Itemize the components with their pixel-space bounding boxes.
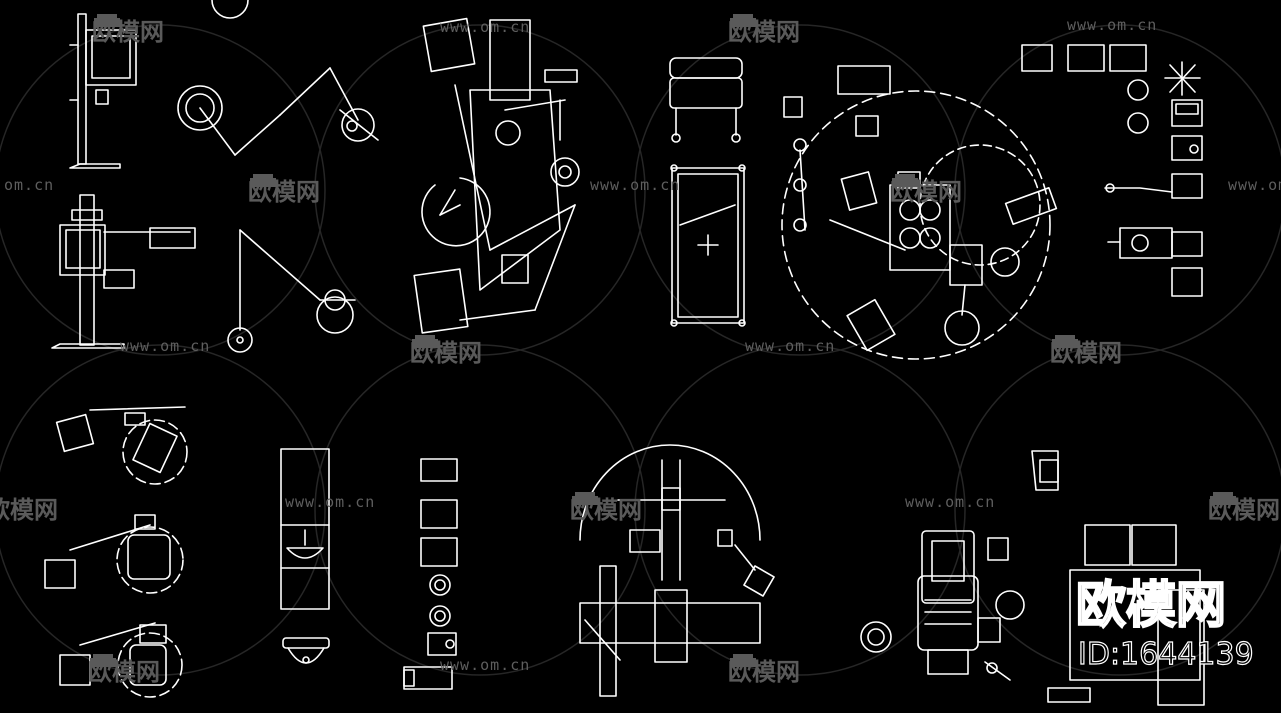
watermark-logo: 欧模网 bbox=[1050, 333, 1122, 368]
articulated-lamp-top bbox=[177, 67, 379, 156]
model-id-label: ID:1644139 bbox=[1077, 637, 1254, 672]
dental-chair-with-arms bbox=[413, 17, 580, 334]
watermark-url: www.om.cn bbox=[745, 337, 836, 355]
watermark-logo: 欧模网 bbox=[410, 333, 482, 368]
sofa-icon bbox=[250, 174, 276, 187]
watermark-url: www.om.cn bbox=[120, 337, 211, 355]
sofa-icon bbox=[730, 14, 756, 27]
articulated-lamp-bottom bbox=[227, 229, 356, 353]
watermark-logo: 欧模网 bbox=[1208, 490, 1280, 525]
sofa-icon bbox=[892, 174, 918, 187]
watermark-logo: 欧模网 bbox=[570, 490, 642, 525]
small-equipment-set bbox=[1021, 44, 1203, 297]
watermark-logo: 欧模网 bbox=[728, 652, 800, 687]
dental-chair-plan-circle bbox=[781, 65, 1058, 360]
sofa-icon bbox=[730, 654, 756, 667]
watermark-logo: 欧模网 bbox=[890, 172, 962, 207]
accessory-column bbox=[403, 458, 458, 690]
watermark-url: www.om.cn bbox=[1067, 16, 1158, 34]
xray-unit-front-view bbox=[51, 194, 196, 349]
sofa-icon bbox=[1210, 492, 1236, 505]
xray-unit-side-view bbox=[69, 0, 249, 169]
sofa-icon bbox=[1052, 335, 1078, 348]
sink-cabinet bbox=[280, 448, 330, 664]
sofa-icon bbox=[90, 654, 116, 667]
watermark-url: om.cn bbox=[4, 176, 55, 194]
medical-cart bbox=[669, 57, 746, 327]
watermark-url: www.om.cn bbox=[440, 656, 531, 674]
watermark-logo: 欧模网 bbox=[92, 12, 164, 47]
watermark-url: www.om.cn bbox=[285, 493, 376, 511]
dental-chair-front-view bbox=[860, 450, 1205, 706]
watermark-logo: 欧模网 bbox=[0, 496, 58, 524]
watermark-logo: 欧模网 bbox=[728, 12, 800, 47]
watermark-url: www.om.cn bbox=[1228, 176, 1281, 194]
brand-title: 欧模网 bbox=[1075, 576, 1227, 634]
watermark-logo: 欧模网 bbox=[88, 652, 160, 687]
watermark-url: www.om.cn bbox=[905, 493, 996, 511]
sofa-icon bbox=[572, 492, 598, 505]
sofa-icon bbox=[412, 335, 438, 348]
surgical-lamps-stack bbox=[44, 406, 188, 698]
watermark-logo: 欧模网 bbox=[248, 172, 320, 207]
watermark-url: www.om.cn bbox=[590, 176, 681, 194]
watermark-url: www.om.cn bbox=[440, 18, 531, 36]
sofa-icon bbox=[94, 14, 120, 27]
